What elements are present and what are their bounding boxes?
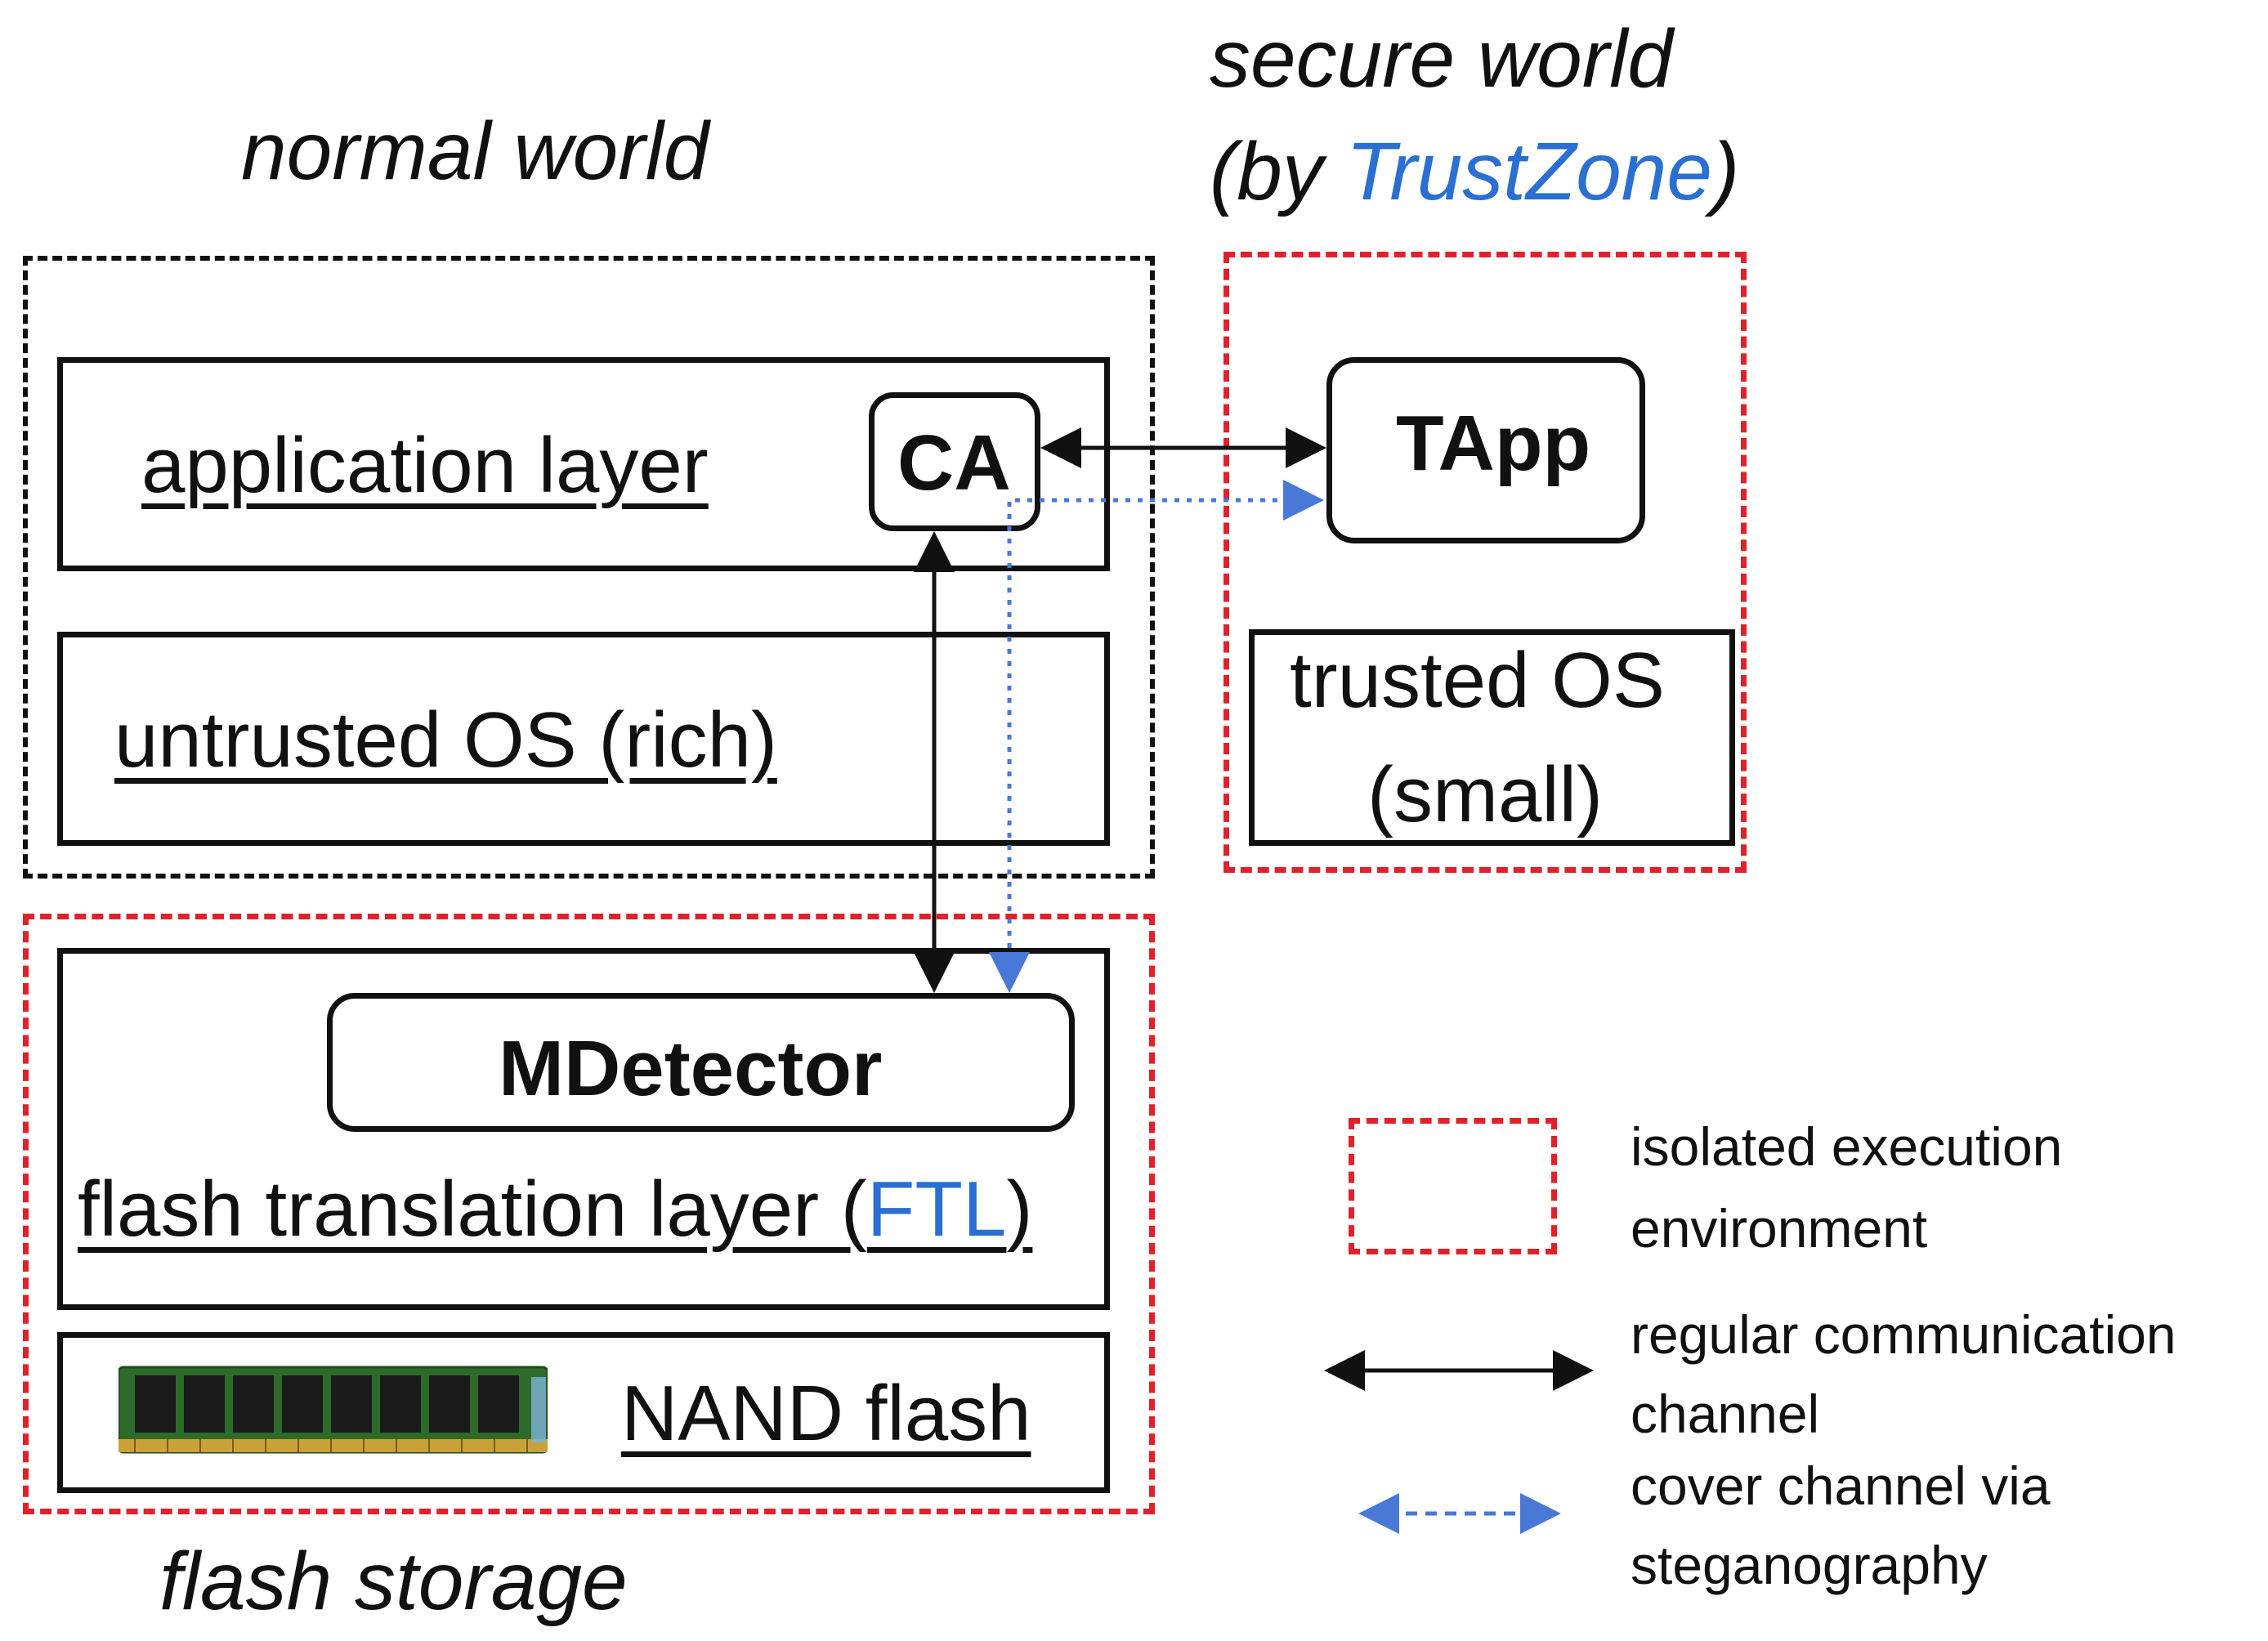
mdetector-label: MDetector	[499, 1025, 883, 1112]
ftl-label-prefix: flash translation layer (	[78, 1165, 867, 1253]
secure-world-title: secure world	[1210, 13, 1673, 105]
legend-isolated-line2: environment	[1631, 1198, 1928, 1259]
legend-regular-line2: channel	[1631, 1384, 1820, 1444]
secure-world-subtitle-suffix: )	[1712, 126, 1740, 217]
tapp-label: TApp	[1396, 400, 1591, 487]
legend-cover-line2: steganography	[1631, 1535, 1988, 1595]
mdetector-box	[327, 993, 1075, 1132]
nand-flash-label: NAND flash	[621, 1370, 1031, 1457]
legend-isolated-swatch	[1349, 1118, 1557, 1254]
covert-channel-path	[989, 480, 1324, 993]
ram-chip-icon	[119, 1366, 548, 1454]
normal-world-title: normal world	[241, 105, 709, 197]
trustzone-label: TrustZone	[1345, 126, 1712, 217]
legend-isolated-line1: isolated execution	[1631, 1116, 2063, 1177]
ftl-abbr: FTL	[866, 1165, 1007, 1253]
flash-storage-title: flash storage	[159, 1536, 628, 1627]
flash-storage-region	[23, 914, 1155, 1514]
legend-cover-line1: cover channel via	[1631, 1455, 2051, 1516]
trusted-os-label-line2: (small)	[1367, 751, 1603, 838]
application-layer-label: application layer	[141, 422, 709, 509]
trusted-os-label-line1: trusted OS	[1290, 637, 1665, 724]
ftl-label: flash translation layer (FTL)	[78, 1170, 1032, 1249]
untrusted-os-label: untrusted OS (rich)	[114, 696, 777, 784]
secure-world-subtitle: (by TrustZone)	[1210, 131, 1739, 212]
trusted-os-box	[1249, 629, 1735, 846]
legend-regular-line1: regular communication	[1631, 1304, 2176, 1365]
tapp-box	[1326, 357, 1645, 543]
secure-world-subtitle-prefix: (by	[1210, 126, 1346, 217]
ftl-label-suffix: )	[1006, 1165, 1033, 1253]
